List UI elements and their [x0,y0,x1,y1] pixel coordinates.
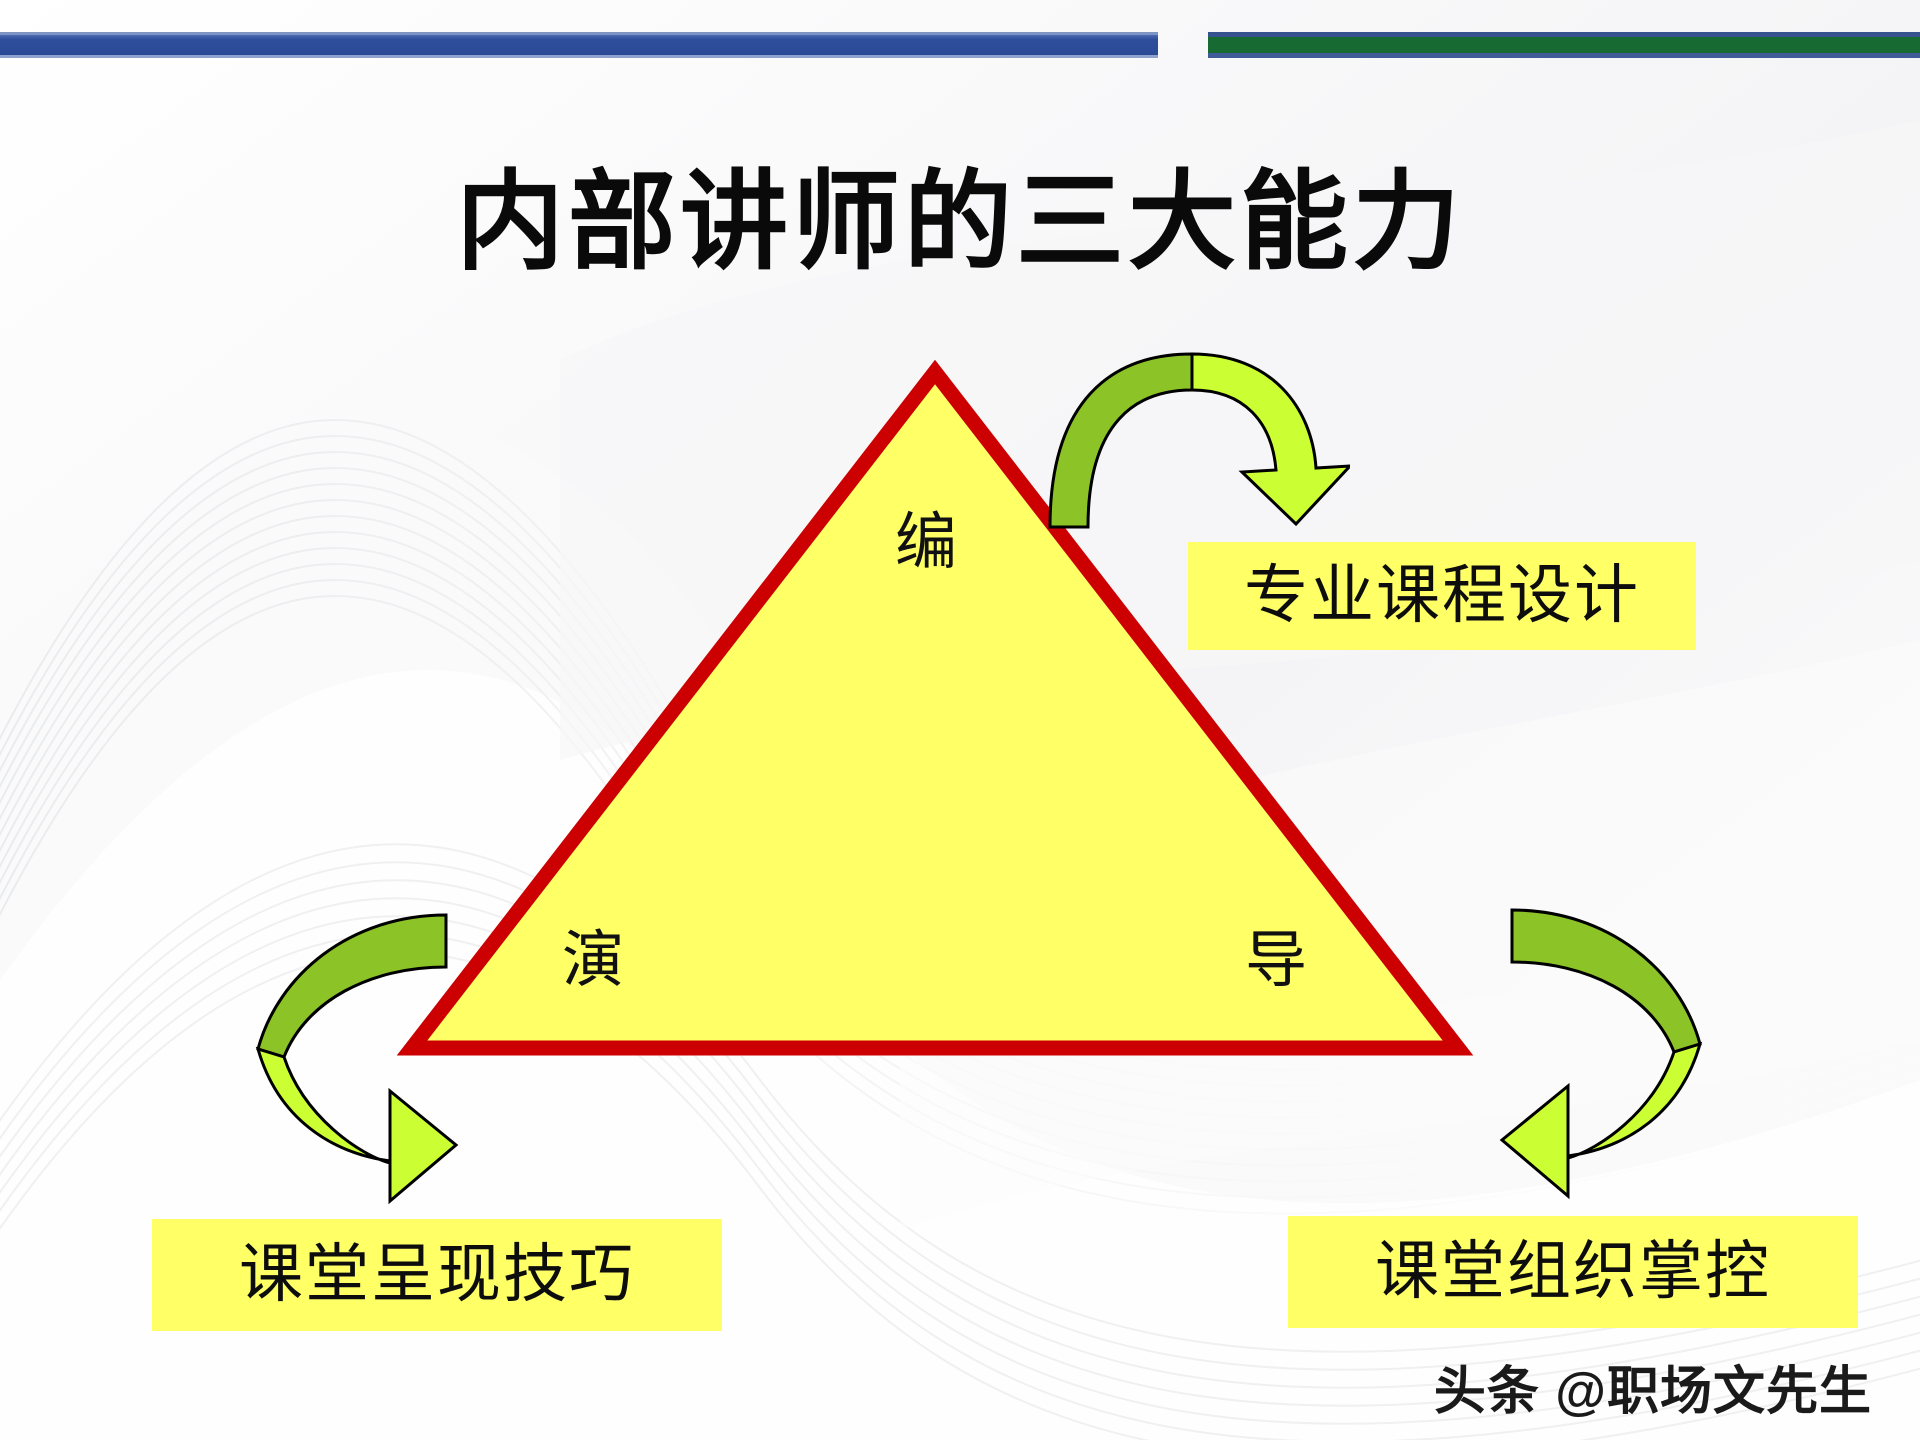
triangle-vertex-label-right: 导 [1245,927,1308,995]
triangle-vertex-label-left: 演 [562,927,625,995]
callout-course-design-label: 专业课程设计 [1244,560,1640,631]
triangle-shape [396,360,1474,1056]
watermark-text: 头条 @职场文先生 [1433,1363,1872,1421]
header-bar-green [1208,32,1920,58]
capability-triangle [380,360,1490,1080]
callout-classroom-delivery-label: 课堂呈现技巧 [239,1239,635,1310]
triangle-vertex-label-top: 编 [895,509,958,577]
callout-classroom-management[interactable]: 课堂组织掌控 [1288,1216,1858,1328]
callout-course-design[interactable]: 专业课程设计 [1188,542,1696,650]
callout-classroom-delivery[interactable]: 课堂呈现技巧 [152,1219,722,1331]
page-title: 内部讲师的三大能力 [455,164,1464,284]
curved-arrow-left-icon [1499,908,1703,1200]
callout-classroom-management-label: 课堂组织掌控 [1375,1236,1771,1307]
header-bar-blue [0,32,1158,58]
